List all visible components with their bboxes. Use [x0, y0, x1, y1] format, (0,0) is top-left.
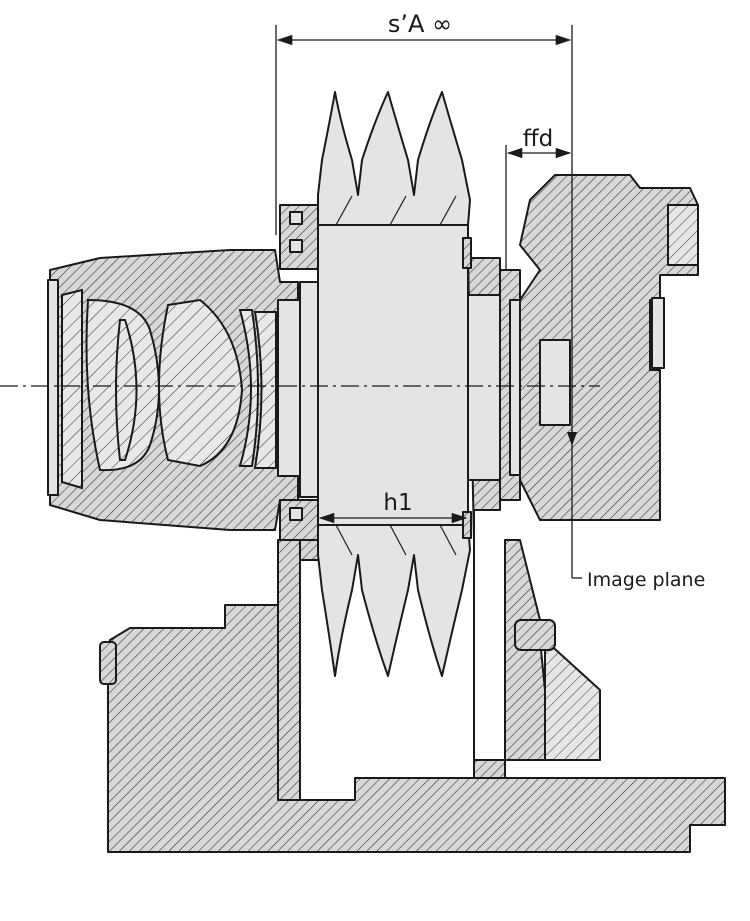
label-sa-infinity: s’A ∞: [388, 10, 452, 38]
front-standard: [277, 519, 323, 801]
bellows-folds-bottom: [317, 524, 471, 677]
label-image-plane: Image plane: [587, 569, 705, 591]
label-h1: h1: [383, 490, 412, 516]
bellows-frame-clamps: [279, 204, 472, 541]
dimension-ffd: ffd: [505, 126, 572, 270]
camera-body: [519, 174, 699, 521]
bellows-folds-top: [317, 91, 471, 226]
label-ffd: ffd: [523, 126, 553, 152]
lens-elements: [61, 288, 277, 490]
stand-base: [99, 604, 726, 853]
dimension-sa-infinity: s’A ∞: [275, 10, 573, 235]
image-plane-leader: Image plane: [567, 150, 705, 591]
dimension-h1: h1: [318, 490, 468, 524]
